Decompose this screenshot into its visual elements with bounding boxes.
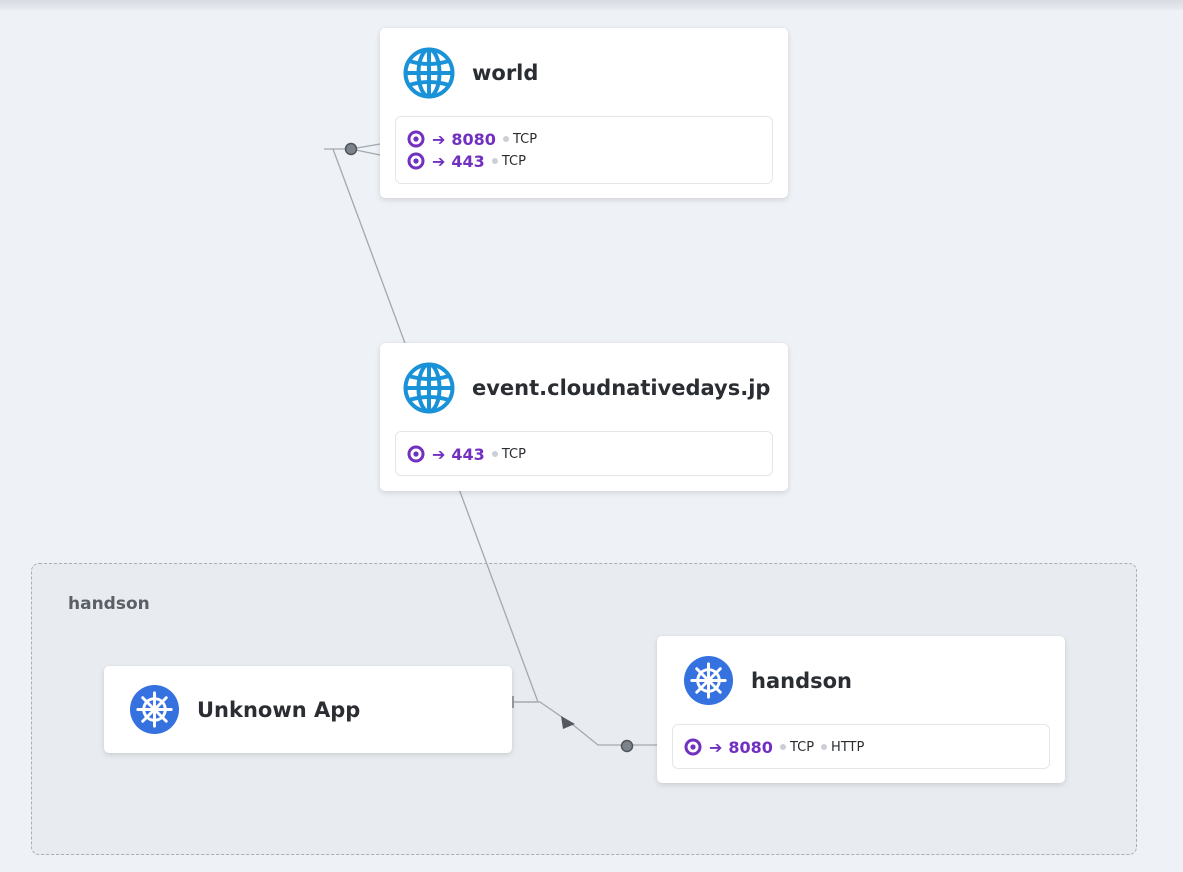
protocol-label: HTTP <box>831 739 865 755</box>
port-number: 8080 <box>451 129 496 149</box>
port-row: ➔ 443 TCP <box>407 443 772 465</box>
protocol-label: TCP <box>501 446 526 462</box>
port-target-icon <box>684 738 702 756</box>
port-row: ➔ 8080 TCP HTTP <box>684 736 1049 758</box>
kubernetes-icon <box>683 655 734 706</box>
port-row: ➔ 443 TCP <box>407 150 772 172</box>
node-title: Unknown App <box>197 697 361 722</box>
arrow-right-icon: ➔ <box>432 151 446 171</box>
port-target-icon <box>407 445 425 463</box>
port-list: ➔ 443 TCP <box>395 431 773 476</box>
port-number: 8080 <box>728 737 773 757</box>
edge-world-link <box>350 148 381 156</box>
arrow-right-icon: ➔ <box>432 444 446 464</box>
globe-icon <box>403 362 455 414</box>
separator-dot <box>502 136 509 142</box>
arrow-right-icon: ➔ <box>432 129 446 149</box>
separator-dot <box>779 744 786 750</box>
arrow-right-icon: ➔ <box>709 737 723 757</box>
port-number: 443 <box>451 444 485 464</box>
node-card-event[interactable]: event.cloudnativedays.jp ➔ 443 TCP <box>380 343 788 491</box>
node-card-world[interactable]: world ➔ 8080 TCP ➔ 443 TCP <box>380 28 788 198</box>
world-connector <box>344 142 358 156</box>
node-title: event.cloudnativedays.jp <box>472 376 771 400</box>
node-card-handson[interactable]: handson ➔ 8080 TCP HTTP <box>657 636 1065 783</box>
port-number: 443 <box>451 151 485 171</box>
port-row: ➔ 8080 TCP <box>407 128 772 150</box>
protocol-label: TCP <box>789 739 815 755</box>
port-target-icon <box>407 152 425 170</box>
globe-icon <box>403 47 455 99</box>
kubernetes-icon <box>129 684 180 735</box>
namespace-label: handson <box>68 594 150 614</box>
port-list: ➔ 8080 TCP ➔ 443 TCP <box>395 116 773 184</box>
separator-dot <box>491 451 498 457</box>
node-card-unknown-app[interactable]: Unknown App <box>104 666 512 753</box>
node-title: world <box>472 61 539 85</box>
port-list: ➔ 8080 TCP HTTP <box>672 724 1050 769</box>
protocol-label: TCP <box>501 153 526 169</box>
protocol-label: TCP <box>512 131 538 147</box>
port-target-icon <box>407 130 425 148</box>
top-toolbar-strip <box>0 0 1183 10</box>
separator-dot <box>821 744 828 750</box>
separator-dot <box>491 158 498 164</box>
node-title: handson <box>751 668 852 693</box>
